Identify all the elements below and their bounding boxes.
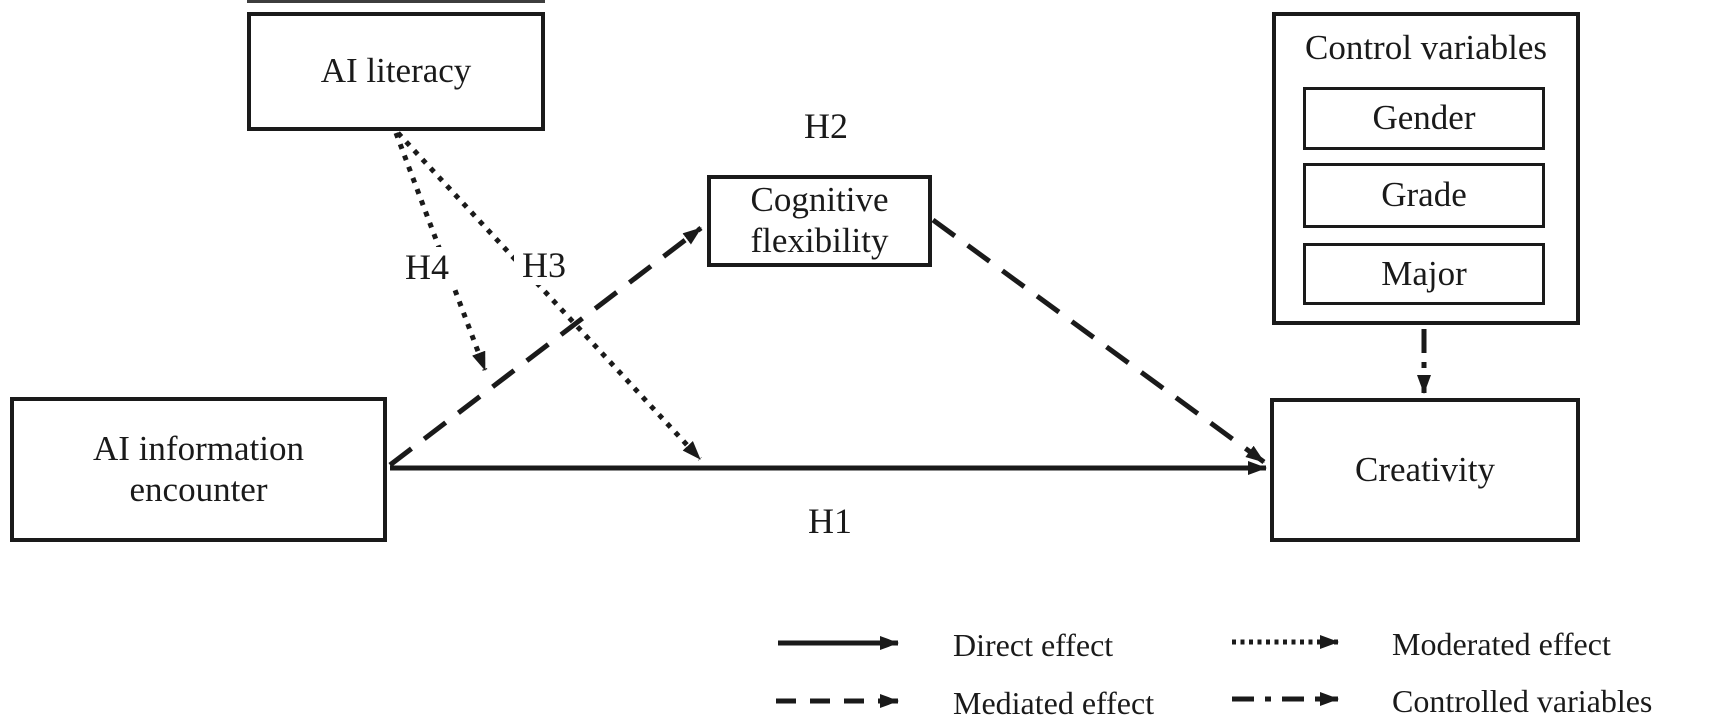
- ai-information-encounter-label: AI information encounter: [93, 428, 304, 509]
- legend-label-direct-effect: Direct effect: [953, 627, 1114, 663]
- hypothesis-label-h2: H2: [796, 106, 856, 146]
- hypothesis-label-h1: H1: [800, 501, 860, 541]
- ai-literacy-label: AI literacy: [320, 51, 472, 91]
- control-item-grade: Grade: [1303, 163, 1545, 228]
- ai-literacy-box: AI literacy: [247, 12, 545, 131]
- cognitive-flexibility-box: Cognitive flexibility: [707, 175, 932, 267]
- control-item-gender: Gender: [1303, 87, 1545, 150]
- mediated-path-b-arrow-h2: [931, 217, 1266, 465]
- major-label: Major: [1381, 253, 1467, 293]
- control-variables-title: Control variables: [1304, 28, 1548, 67]
- control-item-major: Major: [1303, 243, 1545, 305]
- legend-label-mediated-effect: Mediated effect: [953, 685, 1155, 721]
- top-crop-artifact: [247, 0, 545, 3]
- creativity-box: Creativity: [1270, 398, 1580, 542]
- legend-label-controlled-variables: Controlled variables: [1392, 683, 1653, 719]
- moderated-effect-arrow-h3: [396, 131, 702, 461]
- cognitive-flexibility-label: Cognitive flexibility: [750, 180, 889, 260]
- ai-information-encounter-box: AI information encounter: [10, 397, 387, 542]
- grade-label: Grade: [1381, 175, 1467, 215]
- hypothesis-label-h4: H4: [397, 247, 457, 287]
- hypothesis-label-h3: H3: [514, 245, 574, 285]
- gender-label: Gender: [1372, 98, 1476, 138]
- creativity-label: Creativity: [1355, 449, 1495, 489]
- legend-label-moderated-effect: Moderated effect: [1392, 626, 1611, 662]
